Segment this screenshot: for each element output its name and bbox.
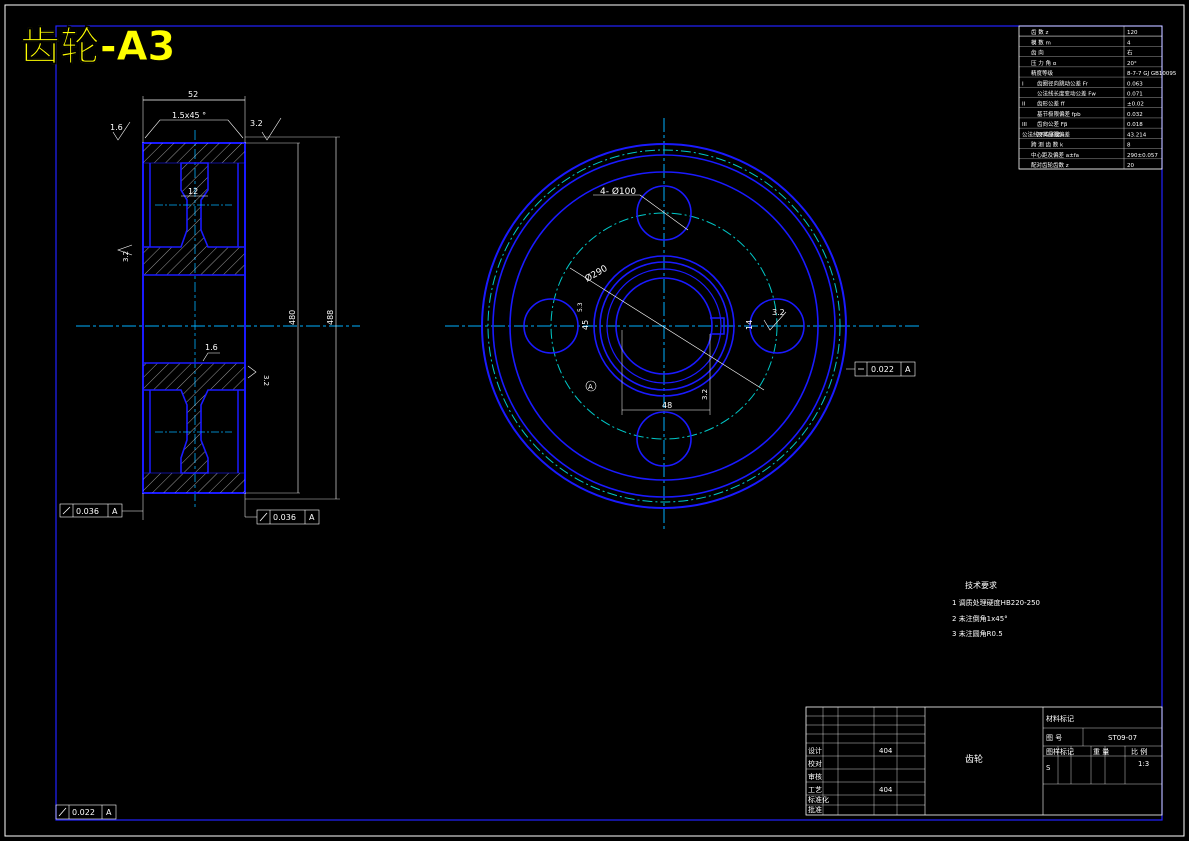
params-cell: 0.018 [1127, 122, 1143, 128]
params-cell: ±0.02 [1127, 102, 1144, 108]
params-cell: 压 力 角 α [1031, 59, 1057, 67]
tol-right-datum: A [309, 513, 315, 522]
key-depth: 3.2 [701, 389, 709, 400]
params-cell: 20 [1127, 163, 1134, 169]
params-cell: I [1022, 81, 1024, 87]
pcd-label: Ø290 [583, 263, 610, 285]
params-cell: 8 [1127, 143, 1131, 149]
params-cell: 跨 测 齿 数 k [1031, 141, 1064, 149]
front-roughness: 3.2 [772, 308, 785, 317]
side-view: 52 1.5x45 ° 12 480 488 1.6 3.2 3.2 1.6 3… [59, 90, 360, 525]
header-3: 比 例 [1131, 747, 1147, 756]
params-cell: 0.063 [1127, 81, 1143, 87]
params-cell: 公法线平均长度 [1022, 130, 1061, 138]
tech-note-1: 1 调质处理硬度HB220-250 [952, 598, 1040, 607]
key-width: 14 [745, 320, 754, 330]
drawing-frame [55, 25, 1163, 821]
front-tol-value: 0.022 [871, 365, 894, 374]
header-1: 图样标记 [1046, 747, 1074, 756]
roughness-top-left: 1.6 [110, 123, 123, 132]
bottom-tol-datum: A [106, 808, 112, 817]
params-cell: 齿圈径向跳动公差 Fr [1037, 79, 1089, 87]
side-width-dim: 52 [188, 90, 198, 99]
diameter-488: 488 [326, 310, 335, 325]
holes-label: 4- Ø100 [600, 186, 636, 197]
outer-frame [4, 4, 1185, 837]
material-label: 材料标记 [1046, 714, 1074, 723]
params-cell: 齿形公差 ff [1037, 100, 1065, 108]
params-cell: 中心距及偏差 a±fa [1031, 151, 1079, 159]
approver-value: 404 [879, 786, 893, 794]
tol-right-value: 0.036 [273, 513, 296, 522]
left-label-5: 标准化 [808, 795, 829, 804]
designer-value: 404 [879, 747, 893, 755]
bore-dim-b: 5.3 [577, 302, 584, 312]
drawing-no: ST09-07 [1108, 734, 1137, 742]
tech-note-2: 2 未注倒角1x45° [952, 614, 1008, 623]
params-cell: 及其极限偏差 [1037, 130, 1071, 138]
front-view: 4- Ø100 Ø290 48 14 3.2 45 5.3 A 3.2 0.02… [445, 118, 920, 530]
bore-dim-a: 45 [581, 320, 590, 330]
params-cell: 基节极限偏差 fpb [1037, 110, 1081, 118]
params-cell: 公法线长度变动公差 Fw [1037, 90, 1096, 98]
tol-left-datum: A [112, 507, 118, 516]
part-name: 齿轮 [965, 753, 983, 765]
tech-note-3: 3 未注圆角R0.5 [952, 629, 1003, 638]
front-tol-datum: A [905, 365, 911, 374]
diameter-480: 480 [288, 310, 297, 325]
params-cell: 0.032 [1127, 112, 1143, 118]
left-label-4: 工艺 [808, 786, 822, 794]
params-cell: 20° [1127, 61, 1137, 67]
drawing-no-label: 图 号 [1046, 734, 1062, 742]
drawing-title: 齿轮-A3 [20, 24, 175, 70]
bottom-tol-value: 0.022 [72, 808, 95, 817]
params-cell: 8-7-7 GJ GB10095 [1127, 71, 1177, 77]
params-cell: 290±0.057 [1127, 153, 1158, 159]
params-cell: 4 [1127, 40, 1131, 46]
bore-label: 48 [662, 401, 672, 410]
params-cell: II [1022, 102, 1026, 108]
tol-left-value: 0.036 [76, 507, 99, 516]
left-label-1: 设计 [808, 746, 822, 755]
params-cell: 0.071 [1127, 92, 1143, 98]
params-cell: 43.214 [1127, 132, 1147, 138]
title-block: 设计 校对 审核 工艺 标准化 批准 404 404 齿轮 材料标记 图 号 S… [805, 706, 1163, 816]
params-cell: 齿 向 [1031, 49, 1044, 57]
header-2: 重 量 [1093, 748, 1109, 756]
scale-value: 1:3 [1138, 760, 1149, 768]
datum-a: A [588, 383, 593, 391]
hub-width-dim: 12 [188, 187, 198, 196]
chamfer-label: 1.5x45 ° [172, 111, 206, 120]
stage-value: S [1046, 764, 1051, 772]
roughness-top-right: 3.2 [250, 119, 263, 128]
tech-notes-heading: 技术要求 [965, 580, 997, 590]
params-cell: 精度等级 [1031, 69, 1054, 77]
params-cell: 模 数 m [1031, 38, 1051, 46]
params-cell: 120 [1127, 30, 1138, 36]
bottom-tolerance: 0.022 A [55, 804, 117, 820]
params-cell: 配对齿轮齿数 z [1031, 161, 1069, 169]
params-cell: 右 [1127, 49, 1133, 57]
params-table: 齿 数 z 120 模 数 m 4 齿 向 右压 力 角 α 20° 精度等级 8-7-7 GJ… [1018, 25, 1177, 170]
left-label-3: 审核 [808, 772, 822, 781]
roughness-left: 3.2 [122, 251, 130, 262]
roughness-mid: 1.6 [205, 343, 218, 352]
roughness-mid-right: 3.2 [262, 375, 270, 386]
params-cell: III [1022, 122, 1027, 128]
tech-notes: 技术要求 1 调质处理硬度HB220-250 2 未注倒角1x45° 3 未注圆… [952, 580, 1040, 638]
left-label-6: 批准 [808, 805, 822, 814]
left-label-2: 校对 [808, 759, 822, 768]
params-cell: 齿 数 z [1031, 28, 1048, 36]
params-cell: 齿向公差 Fβ [1037, 120, 1068, 128]
